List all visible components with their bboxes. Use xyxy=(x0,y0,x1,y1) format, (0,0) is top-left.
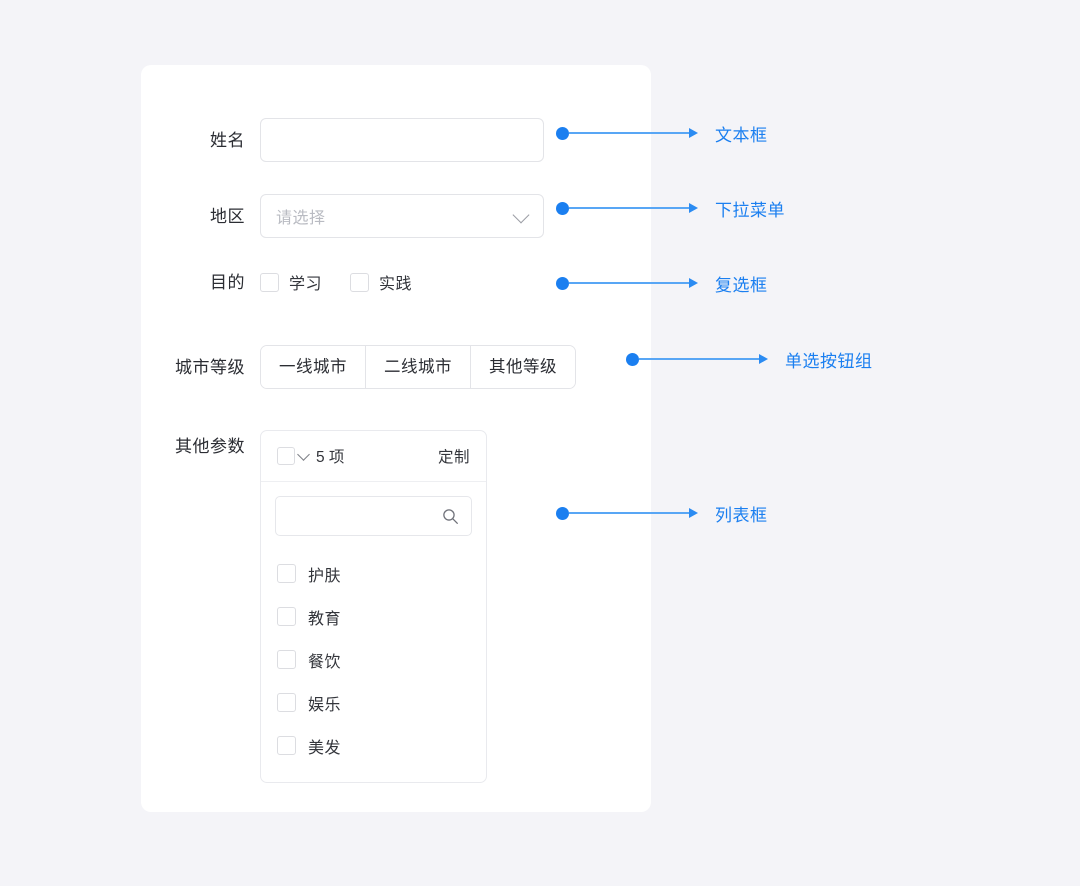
field-label-city-level: 城市等级 xyxy=(175,357,245,377)
search-icon xyxy=(443,509,458,524)
radio-button-other[interactable]: 其他等级 xyxy=(471,346,575,388)
city-level-radio-group: 一线城市 二线城市 其他等级 xyxy=(260,345,576,389)
annotation-dot xyxy=(556,201,569,215)
arrow-head-icon xyxy=(759,354,768,364)
radio-button-tier2[interactable]: 二线城市 xyxy=(366,346,471,388)
goal-checkbox-group: 学习 实践 xyxy=(260,270,412,294)
list-item[interactable]: 护肤 xyxy=(261,552,486,595)
select-all-checkbox-icon[interactable] xyxy=(277,447,295,465)
arrow-head-icon xyxy=(689,203,698,213)
checkbox-icon[interactable] xyxy=(350,272,370,292)
field-label-other-params: 其他参数 xyxy=(175,437,245,456)
form-row-area: 地区 请选择 xyxy=(159,194,544,238)
area-select[interactable]: 请选择 xyxy=(260,194,544,238)
listbox-items: 护肤 教育 餐饮 娱乐 美发 xyxy=(261,540,486,767)
annotation-label: 单选按钮组 xyxy=(785,351,873,371)
name-text-input[interactable] xyxy=(260,118,544,162)
annotation-text-input: 文本框 xyxy=(556,123,768,145)
annotation-label: 复选框 xyxy=(715,275,768,295)
annotation-line xyxy=(569,282,689,284)
annotation-dot xyxy=(556,276,569,290)
checkbox-icon[interactable] xyxy=(277,650,296,669)
form-row-other-params: 其他参数 5 项 定制 护肤 xyxy=(159,430,487,783)
radio-button-tier1[interactable]: 一线城市 xyxy=(261,346,366,388)
checkbox-label: 实践 xyxy=(379,276,413,293)
annotation-radio-group: 单选按钮组 xyxy=(626,349,873,371)
list-item-label: 娱乐 xyxy=(308,696,342,714)
listbox-search-input[interactable] xyxy=(275,496,472,536)
checkbox-icon[interactable] xyxy=(277,736,296,755)
checkbox-icon[interactable] xyxy=(260,272,279,292)
form-row-name: 姓名 xyxy=(159,118,544,162)
list-item-label: 护肤 xyxy=(308,567,342,585)
field-label-goal: 目的 xyxy=(210,272,245,292)
field-label-area: 地区 xyxy=(210,206,245,226)
list-item[interactable]: 餐饮 xyxy=(261,638,486,681)
area-select-placeholder: 请选择 xyxy=(276,210,326,227)
listbox-search-wrapper xyxy=(261,482,486,540)
arrow-head-icon xyxy=(689,128,698,138)
annotation-line xyxy=(569,207,689,209)
annotation-checkbox: 复选框 xyxy=(556,273,768,295)
listbox-customize-button[interactable]: 定制 xyxy=(437,449,470,466)
annotation-listbox: 列表框 xyxy=(556,503,768,525)
annotation-label: 文本框 xyxy=(715,125,768,145)
annotation-label: 列表框 xyxy=(715,505,768,525)
arrow-head-icon xyxy=(689,278,698,288)
checkbox-icon[interactable] xyxy=(277,693,296,712)
annotation-dot xyxy=(556,126,569,140)
listbox-count-label: 5 项 xyxy=(316,449,345,466)
chevron-down-icon xyxy=(512,206,530,224)
checkbox-label: 学习 xyxy=(289,276,323,293)
form-row-city-level: 城市等级 一线城市 二线城市 其他等级 xyxy=(159,345,576,389)
field-label-name: 姓名 xyxy=(210,130,245,150)
annotation-line xyxy=(569,512,689,514)
annotation-line xyxy=(639,358,759,360)
form-row-goal: 目的 学习 实践 xyxy=(159,270,412,294)
annotation-line xyxy=(569,132,689,134)
list-item[interactable]: 教育 xyxy=(261,595,486,638)
list-item[interactable]: 娱乐 xyxy=(261,681,486,724)
chevron-down-icon[interactable] xyxy=(297,447,310,461)
listbox: 5 项 定制 护肤 教育 xyxy=(260,430,487,783)
list-item-label: 餐饮 xyxy=(308,653,342,671)
annotation-dot xyxy=(626,352,639,366)
annotation-label: 下拉菜单 xyxy=(715,200,785,220)
checkbox-icon[interactable] xyxy=(277,564,296,583)
listbox-header: 5 项 定制 xyxy=(261,431,486,482)
list-item-label: 美发 xyxy=(308,739,342,757)
annotation-dropdown: 下拉菜单 xyxy=(556,198,785,220)
list-item-label: 教育 xyxy=(308,610,342,628)
list-item[interactable]: 美发 xyxy=(261,724,486,767)
checkbox-item-practice[interactable]: 实践 xyxy=(350,270,412,294)
checkbox-item-study[interactable]: 学习 xyxy=(260,270,322,294)
annotation-dot xyxy=(556,506,569,520)
arrow-head-icon xyxy=(689,508,698,518)
checkbox-icon[interactable] xyxy=(277,607,296,626)
